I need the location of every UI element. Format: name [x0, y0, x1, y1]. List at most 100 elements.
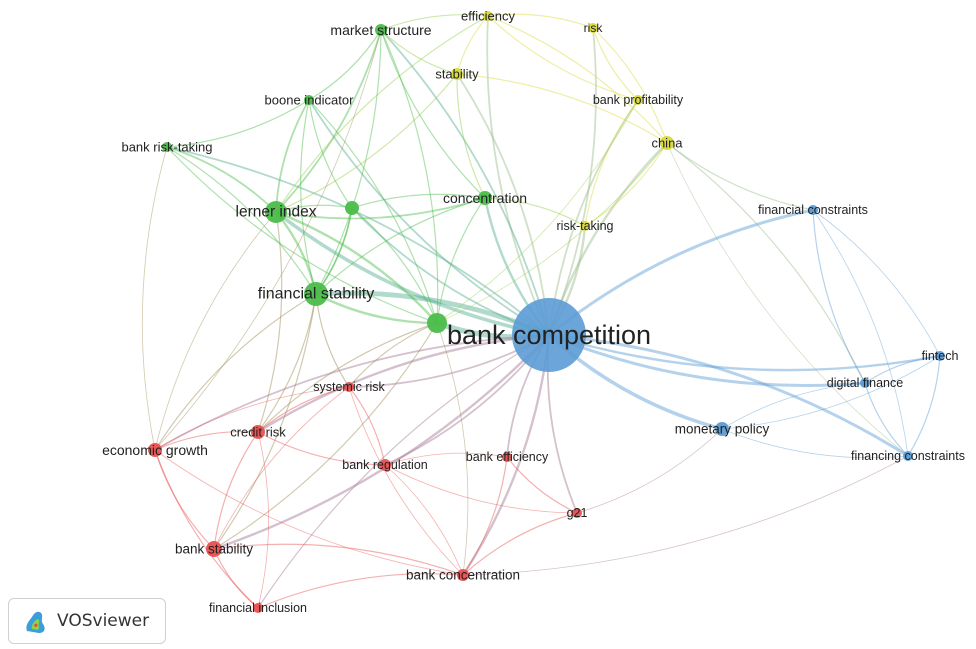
link-bank_competition-risk	[548, 27, 597, 336]
node-bank-profitability[interactable]	[633, 95, 643, 105]
link-bank_competition-bank_risk_taking	[166, 146, 550, 336]
link-financial_constraints-financing_constraints	[812, 209, 909, 457]
label-bank-risk-taking[interactable]: bank risk-taking	[121, 140, 212, 155]
label-china[interactable]: china	[651, 136, 683, 151]
label-risk-taking[interactable]: risk-taking	[557, 219, 614, 233]
link-bank_competition-boone_indicator	[308, 99, 550, 336]
link-china-financing_constraints	[666, 142, 909, 457]
link-financial_inclusion-bank_concentration	[257, 573, 464, 609]
node-boone-indicator[interactable]	[304, 95, 314, 105]
label-concentration[interactable]: concentration	[443, 190, 527, 206]
label-financial-constraints[interactable]: financial constraints	[758, 203, 868, 217]
node-financial-stability[interactable]	[304, 282, 328, 306]
label-bank-regulation[interactable]: bank regulation	[342, 458, 428, 472]
link-bank_risk_taking-financial_stability	[166, 146, 317, 295]
label-risk[interactable]: risk	[584, 21, 604, 35]
link-efficiency-stability	[456, 15, 489, 75]
link-market_structure-economic_growth	[154, 29, 382, 451]
link-lerner_index-concentration	[275, 197, 486, 220]
node-monetary-policy[interactable]	[715, 422, 729, 436]
link-fintech-financing_constraints	[907, 355, 941, 457]
node-bank-stability[interactable]	[206, 541, 222, 557]
link-bank_competition-bank_stability	[213, 334, 550, 551]
link-concentration-green_mid	[351, 193, 486, 209]
link-bank_stability-systemic_risk	[213, 386, 350, 550]
label-lerner-index[interactable]: lerner index	[236, 204, 317, 221]
link-efficiency-bank_profitability	[487, 15, 639, 101]
link-concentration-risk_taking	[484, 197, 586, 227]
label-monetary-policy[interactable]: monetary policy	[675, 422, 770, 437]
node-financial-constraints[interactable]	[808, 205, 818, 215]
label-digital-finance[interactable]: digital finance	[827, 376, 903, 390]
link-concentration-green_hub	[436, 197, 486, 324]
link-financing_constraints-bank_concentration	[462, 455, 909, 576]
link-bank_risk_taking-boone_indicator	[166, 99, 310, 148]
label-market-structure[interactable]: market structure	[330, 22, 431, 38]
node-bank-risk-taking[interactable]	[162, 142, 172, 152]
link-credit_risk-bank_regulation	[257, 431, 386, 466]
nodes-layer	[148, 11, 945, 613]
link-bank_risk_taking-green_hub	[166, 146, 438, 324]
label-financial-inclusion[interactable]: financial inclusion	[209, 601, 307, 615]
node-digital-finance[interactable]	[860, 378, 870, 388]
node-bank-efficiency[interactable]	[502, 452, 512, 462]
link-bank_competition-financing_constraints	[548, 333, 909, 458]
link-bank_competition-digital_finance	[548, 333, 866, 388]
link-bank_competition-financial_inclusion	[257, 334, 550, 609]
label-systemic-risk[interactable]: systemic risk	[313, 380, 385, 394]
link-bank_competition-lerner_index	[274, 210, 550, 337]
link-market_structure-concentration	[380, 29, 486, 199]
node-economic-growth[interactable]	[148, 443, 162, 457]
node-financing-constraints[interactable]	[903, 451, 913, 461]
link-bank_regulation-g21	[384, 464, 578, 514]
node-china[interactable]	[660, 136, 674, 150]
link-financial_stability-green_hub	[315, 292, 438, 325]
link-bank_efficiency-g21	[506, 456, 578, 514]
label-bank-competition[interactable]: bank competition	[447, 320, 651, 350]
node-risk-taking[interactable]	[580, 221, 590, 231]
label-bank-profitability[interactable]: bank profitability	[593, 93, 684, 107]
label-bank-efficiency[interactable]: bank efficiency	[466, 450, 549, 464]
label-bank-concentration[interactable]: bank concentration	[406, 568, 520, 583]
label-bank-stability[interactable]: bank stability	[175, 542, 253, 557]
link-bank_concentration-green_hub	[436, 322, 469, 576]
link-bank_competition-economic_growth	[154, 334, 550, 451]
label-boone-indicator[interactable]: boone indicator	[265, 93, 355, 108]
link-monetary_policy-financing_constraints	[721, 428, 909, 459]
link-china-risk_taking	[584, 142, 668, 227]
label-credit-risk[interactable]: credit risk	[230, 425, 286, 440]
label-efficiency[interactable]: efficiency	[461, 9, 515, 24]
node-concentration[interactable]	[478, 191, 492, 205]
node-systemic-risk[interactable]	[344, 382, 354, 392]
label-stability[interactable]: stability	[435, 67, 479, 82]
link-fintech-monetary_policy	[721, 355, 941, 430]
node-green-hub[interactable]	[427, 313, 447, 333]
node-green-mid[interactable]	[345, 201, 359, 215]
label-financing-constraints[interactable]: financing constraints	[851, 449, 965, 463]
node-lerner-index[interactable]	[265, 201, 287, 223]
node-fintech[interactable]	[935, 351, 945, 361]
node-g21[interactable]	[572, 508, 582, 518]
link-lerner_index-stability	[275, 73, 458, 213]
link-credit_risk-bank_stability	[213, 431, 259, 550]
node-risk[interactable]	[588, 23, 598, 33]
node-efficiency[interactable]	[483, 11, 493, 21]
link-bank_profitability-risk_taking	[584, 99, 639, 227]
label-g21[interactable]: g21	[567, 506, 588, 520]
node-stability[interactable]	[451, 68, 463, 80]
label-economic-growth[interactable]: economic growth	[102, 442, 208, 458]
node-bank-regulation[interactable]	[379, 459, 391, 471]
node-financial-inclusion[interactable]	[253, 603, 263, 613]
node-bank-concentration[interactable]	[457, 569, 469, 581]
label-fintech[interactable]: fintech	[922, 349, 959, 363]
link-g21-bank_concentration	[462, 512, 578, 576]
node-market-structure[interactable]	[375, 24, 387, 36]
label-financial-stability[interactable]: financial stability	[258, 286, 375, 303]
link-economic_growth-lerner_index	[154, 211, 277, 451]
node-bank-competition[interactable]	[512, 298, 586, 372]
link-digital_finance-monetary_policy	[721, 382, 866, 430]
node-credit-risk[interactable]	[251, 425, 265, 439]
link-bank_competition-market_structure	[380, 29, 550, 336]
